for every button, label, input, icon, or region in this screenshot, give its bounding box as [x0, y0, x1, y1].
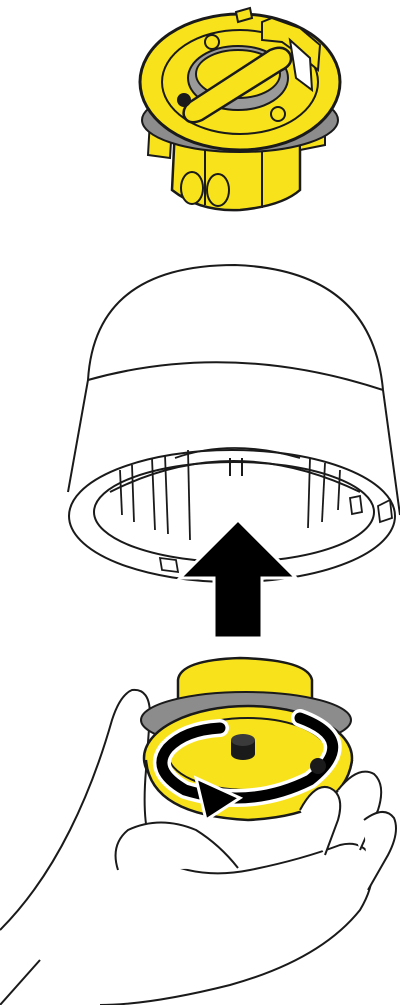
hand-rotating-base-icon [0, 656, 397, 1005]
dome-cover-view [0, 260, 400, 590]
hand-rotation-view [0, 640, 400, 1005]
insert-direction-arrow [0, 520, 400, 640]
arrow-up-icon [176, 520, 300, 640]
dome-cover-icon [67, 263, 400, 583]
adapter-base-view [0, 0, 400, 220]
yellow-adapter-base-icon [138, 6, 342, 212]
